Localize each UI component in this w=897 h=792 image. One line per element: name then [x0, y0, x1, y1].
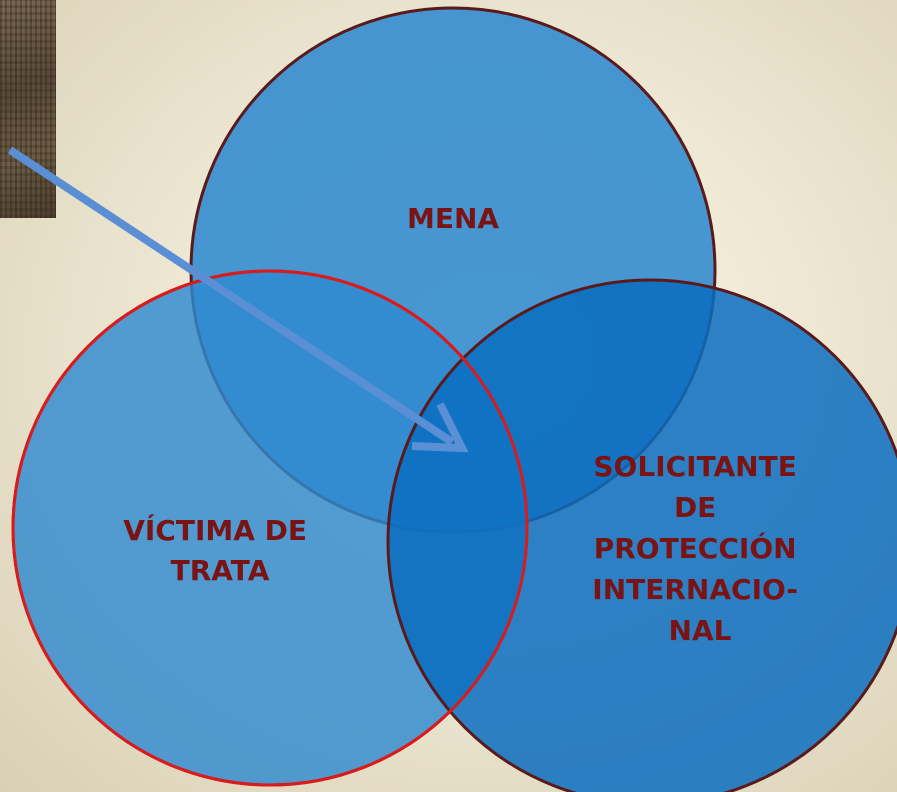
thumbnail-image	[0, 0, 56, 218]
label-solicitante-line: INTERNACIO-	[592, 573, 798, 606]
label-victima-line: VÍCTIMA DE	[123, 513, 307, 547]
label-solicitante: SOLICITANTE DE PROTECCIÓN INTERNACIO- NA…	[592, 450, 807, 647]
label-mena-line: MENA	[407, 202, 499, 235]
label-solicitante-line: NAL	[669, 614, 732, 647]
pointer-arrow	[7, 146, 469, 453]
circle-victima-outline	[11, 269, 529, 787]
label-mena: MENA	[407, 202, 499, 235]
label-solicitante-line: SOLICITANTE	[593, 450, 796, 483]
label-solicitante-line: PROTECCIÓN	[594, 531, 797, 565]
label-solicitante-line: DE	[674, 491, 716, 524]
circle-solicitante	[386, 278, 897, 792]
label-victima-de-trata: VÍCTIMA DE TRATA	[123, 513, 317, 587]
label-victima-line: TRATA	[171, 554, 270, 587]
